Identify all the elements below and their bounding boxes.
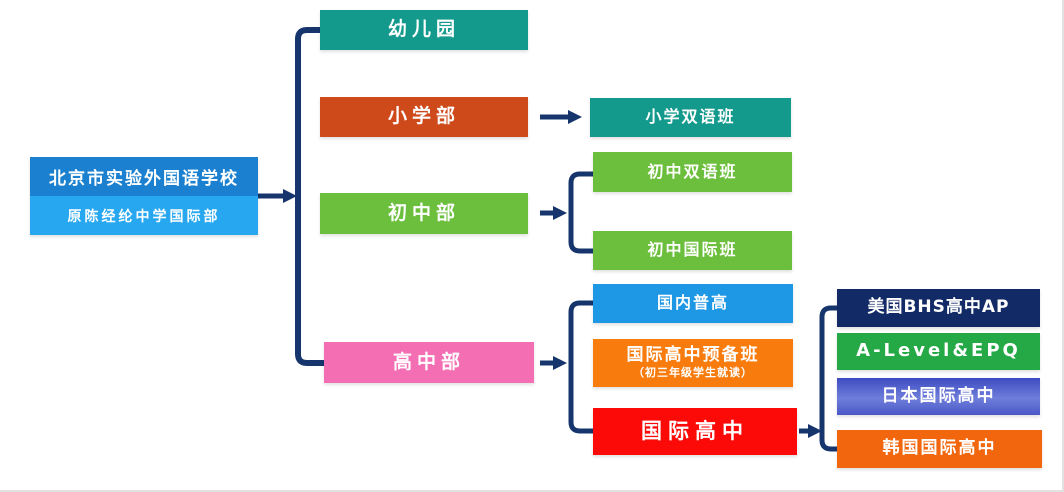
node-primary-school: 小学部 bbox=[320, 97, 528, 137]
node-domestic-regular-high: 国内普高 bbox=[593, 284, 793, 323]
node-junior-international-class: 初中国际班 bbox=[593, 231, 792, 270]
node-primary-bilingual-class: 小学双语班 bbox=[590, 98, 791, 137]
senior-arrowhead bbox=[553, 356, 567, 370]
node-intl-high-prep-note: （初三年级学生就读） bbox=[633, 366, 753, 380]
root-node-subtitle: 原陈经纶中学国际部 bbox=[30, 196, 258, 235]
node-international-high: 国际高中 bbox=[593, 408, 797, 455]
root-node-title: 北京市实验外国语学校 bbox=[30, 157, 258, 196]
root-arrowhead bbox=[283, 189, 297, 203]
node-a-level-epq: A-Level&EPQ bbox=[837, 333, 1040, 370]
junior-arrowhead bbox=[553, 206, 567, 220]
node-us-bhs-ap: 美国BHS高中AP bbox=[837, 289, 1040, 327]
node-senior-school: 高中部 bbox=[324, 342, 534, 383]
node-junior-school: 初中部 bbox=[320, 193, 528, 234]
primary-arrowhead bbox=[568, 110, 582, 124]
node-korea-intl-high: 韩国国际高中 bbox=[837, 430, 1042, 468]
node-intl-high-prep-class: 国际高中预备班 （初三年级学生就读） bbox=[593, 339, 793, 387]
node-intl-high-prep-label: 国际高中预备班 bbox=[626, 344, 760, 365]
intl-arrowhead bbox=[808, 424, 822, 438]
node-junior-bilingual-class: 初中双语班 bbox=[593, 152, 792, 192]
intl-bracket bbox=[819, 305, 837, 452]
root-node: 北京市实验外国语学校 原陈经纶中学国际部 bbox=[30, 157, 258, 235]
node-japan-intl-high: 日本国际高中 bbox=[837, 378, 1040, 415]
trunk-line bbox=[295, 27, 324, 366]
senior-bracket bbox=[568, 300, 593, 434]
node-kindergarten: 幼儿园 bbox=[320, 10, 528, 50]
junior-bracket bbox=[568, 171, 593, 254]
